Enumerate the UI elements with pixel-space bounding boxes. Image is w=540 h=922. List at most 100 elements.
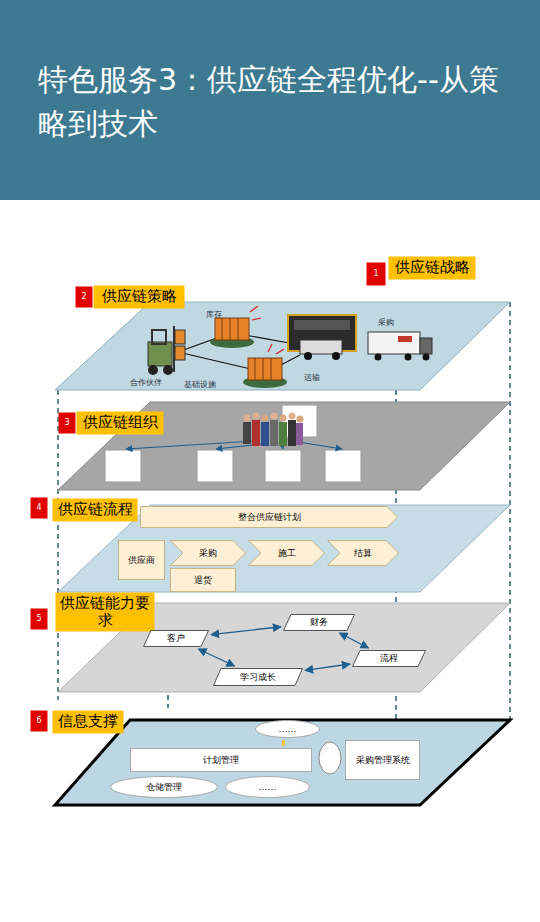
text-holder: 仓储管理 <box>110 776 218 798</box>
node-text: 结算 <box>354 548 372 558</box>
box-outline <box>53 499 138 522</box>
capability-box: 客户 <box>143 630 209 647</box>
text-holder: …… <box>225 776 310 798</box>
system-box: 采购管理系统 <box>345 740 420 780</box>
text-holder: 5 <box>30 608 48 630</box>
illustration-label: 合作伙伴 <box>130 379 162 387</box>
box-outline <box>171 569 236 592</box>
node-text: 学习成长 <box>240 672 276 682</box>
system-circle <box>319 742 341 774</box>
chev-outline <box>249 541 325 566</box>
text-holder: 财务 <box>283 614 355 631</box>
capability-box: 流程 <box>352 650 426 667</box>
node-text: 财务 <box>310 617 328 627</box>
text-holder: 4 <box>30 497 48 519</box>
connector <box>282 740 285 746</box>
callout-number: 2 <box>75 286 93 308</box>
node-text: 供应链流程 <box>58 501 133 518</box>
illustration-label: 基础设施 <box>184 381 216 389</box>
layer-label: 供应链策略 <box>93 285 185 309</box>
system-ellipse: …… <box>255 720 320 738</box>
callout-number: 4 <box>30 497 48 519</box>
text-holder: 采购 <box>170 540 246 566</box>
box-outline <box>367 263 386 286</box>
node-text: …… <box>259 782 277 792</box>
text-holder: 采购管理系统 <box>345 740 420 780</box>
text-holder: 计划管理 <box>130 748 312 772</box>
node-text: 施工 <box>278 548 296 558</box>
node-text: 仓储管理 <box>146 782 182 792</box>
connector <box>198 649 234 666</box>
layer-label: 信息支撑 <box>52 710 124 734</box>
text-holder: 供应链战略 <box>388 256 476 280</box>
node-text: 1 <box>373 269 378 278</box>
text-holder: 供应链能力要求 <box>55 592 155 632</box>
para-outline <box>214 669 303 686</box>
node-text: 5 <box>36 614 41 623</box>
page-title: 特色服务3：供应链全程优化--从策略到技术 <box>38 58 518 145</box>
connector <box>339 633 368 648</box>
illustration-label: 运输 <box>304 374 320 382</box>
process-box: 退货 <box>170 568 236 592</box>
illustration-label: 采购 <box>378 319 394 327</box>
system-box: 计划管理 <box>130 748 312 772</box>
layer-plane <box>55 302 510 390</box>
pent-outline <box>141 507 398 528</box>
node-text: 2 <box>81 292 86 301</box>
text-holder: 1 <box>366 262 386 286</box>
box-outline <box>389 257 476 280</box>
text-holder: 3 <box>58 412 76 434</box>
layer-label: 供应链能力要求 <box>55 592 155 632</box>
process-box: 供应商 <box>118 540 165 580</box>
callout-number: 5 <box>30 608 48 630</box>
para-outline <box>284 615 355 631</box>
node-text: 3 <box>64 418 69 427</box>
capability-box: 学习成长 <box>213 668 303 686</box>
layer-label: 供应链战略 <box>388 256 476 280</box>
para-outline <box>353 651 426 667</box>
text-holder: 客户 <box>143 630 209 647</box>
box-outline <box>59 413 76 434</box>
node-text: 6 <box>36 716 41 725</box>
text-holder: 信息支撑 <box>52 710 124 734</box>
callout-number: 6 <box>30 710 48 732</box>
process-step: 施工 <box>248 540 325 566</box>
ellipse-outline <box>111 777 218 798</box>
text-holder: 施工 <box>248 540 325 566</box>
text-holder: 结算 <box>327 540 399 566</box>
plan-arrow: 整合供应链计划 <box>140 506 398 528</box>
box-outline <box>56 593 155 632</box>
callout-number: 3 <box>58 412 76 434</box>
text-holder: 供应链策略 <box>93 285 185 309</box>
text-holder: 供应链流程 <box>52 498 138 522</box>
node-text: 采购管理系统 <box>356 755 410 765</box>
node-text: 计划管理 <box>203 755 239 765</box>
connector <box>211 627 281 635</box>
chev-outline <box>171 541 246 566</box>
illustration-label: 库存 <box>206 311 222 319</box>
node-text: 供应链组织 <box>83 414 158 431</box>
node-text: 供应链战略 <box>395 259 470 276</box>
text-holder: 退货 <box>170 568 236 592</box>
system-ellipse: …… <box>225 776 310 798</box>
callout-number: 1 <box>366 262 386 286</box>
layer-label: 供应链流程 <box>52 498 138 522</box>
connector <box>305 664 350 670</box>
node-text: 供应商 <box>128 555 155 565</box>
capability-box: 财务 <box>283 614 355 631</box>
box-outline <box>346 741 420 780</box>
text-holder: 2 <box>75 286 93 308</box>
text-holder: 整合供应链计划 <box>140 506 398 528</box>
box-outline <box>76 287 93 308</box>
node-text: 流程 <box>380 653 398 663</box>
node-text: 退货 <box>194 575 212 585</box>
box-outline <box>131 749 312 772</box>
box-outline <box>119 541 165 580</box>
box-outline <box>94 286 185 309</box>
text-holder: …… <box>255 720 320 738</box>
header-band <box>0 0 540 200</box>
box-outline <box>53 711 124 734</box>
layer-plane <box>58 402 510 490</box>
node-text: 4 <box>36 503 41 512</box>
system-ellipse: 仓储管理 <box>110 776 218 798</box>
